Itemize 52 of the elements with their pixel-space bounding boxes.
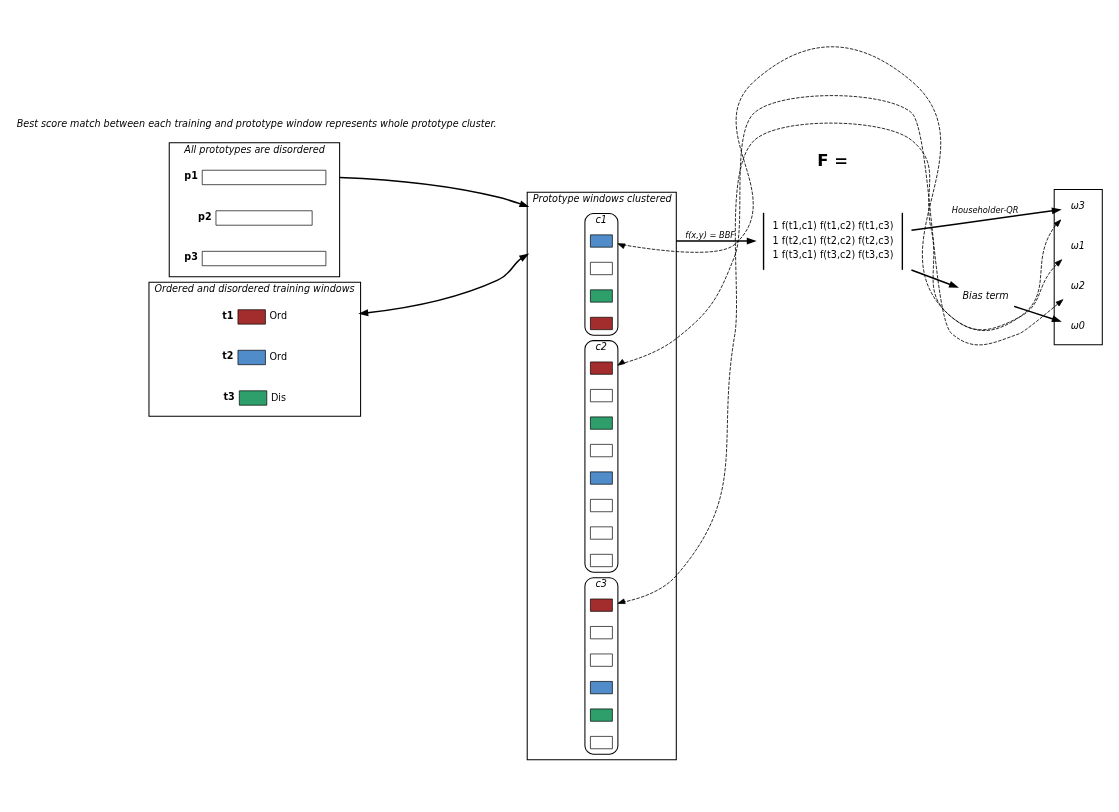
arrow	[617, 122, 1062, 604]
node-label: p1	[184, 170, 198, 182]
node-box	[590, 289, 613, 303]
node-box	[590, 416, 613, 430]
node-text: ω0	[1070, 319, 1085, 331]
arrow	[910, 269, 959, 288]
cluster: c1	[584, 213, 619, 336]
legend-label: Dis	[270, 391, 287, 403]
node-box	[590, 261, 613, 276]
node-box	[590, 361, 613, 375]
arrow	[617, 95, 1064, 366]
node-label: p2	[198, 210, 212, 222]
node-text: ω2	[1070, 279, 1085, 291]
node-bar	[215, 210, 313, 226]
cluster: c2	[584, 340, 619, 573]
edge-label: f(x,y) = BBF	[685, 229, 736, 240]
arrow	[358, 253, 530, 317]
edge-label: Householder-QR	[951, 204, 1019, 215]
node-box	[590, 234, 613, 248]
node-box	[590, 681, 613, 695]
node-box	[590, 499, 613, 513]
label: t1	[222, 309, 234, 321]
node-text: ω1	[1070, 240, 1085, 252]
node-box	[590, 708, 613, 722]
arrow	[910, 207, 1062, 232]
legend-label: Ord	[269, 310, 288, 322]
node-text: ω3	[1070, 200, 1085, 212]
node-box	[590, 553, 613, 568]
label: t2	[222, 350, 234, 362]
node-box	[590, 471, 613, 485]
cluster: c3	[584, 577, 619, 755]
node-box	[590, 526, 613, 540]
node-box	[590, 316, 613, 330]
arrow	[617, 46, 1063, 331]
node-box	[590, 653, 613, 667]
legend-label: Ord	[269, 351, 288, 363]
arrow	[1013, 305, 1062, 323]
arrow	[338, 176, 530, 208]
arrow	[675, 237, 757, 245]
node-label: p3	[184, 251, 198, 263]
node-box	[590, 598, 613, 612]
label: Best score match between each training and prototype window represents whole prototype cluster.	[16, 117, 497, 129]
node-text: 1 f(t1,c1) f(t1,c2) f(t1,c3) 1 f(t2,c1) f(t2,c2) f(t2,c3) 1 f(t3,c1) f(t3,c2) f(t3,c3)	[772, 220, 894, 261]
node-text: Bias term	[962, 290, 1009, 302]
node-box	[590, 389, 613, 403]
node-label: F =	[817, 150, 848, 170]
node-box	[590, 736, 613, 750]
node-box	[590, 626, 613, 640]
label: t3	[223, 390, 235, 402]
node-box	[590, 444, 613, 458]
node-bar	[201, 169, 327, 185]
node-bar	[201, 250, 327, 267]
